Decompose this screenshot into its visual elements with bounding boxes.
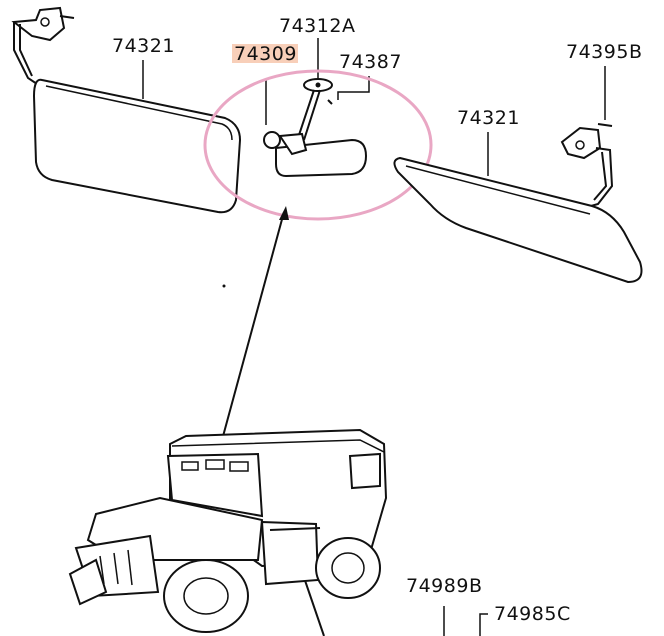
visor-mount-plate-right xyxy=(560,126,602,160)
jeep-door xyxy=(260,520,320,586)
label-bottom-part-1: 74989B xyxy=(406,575,482,597)
label-sun-visor-left: 74321 xyxy=(112,35,175,57)
mirror-clamp xyxy=(278,132,308,156)
leader-mirror-screw xyxy=(337,76,370,100)
mount-hole-icon xyxy=(40,17,50,27)
label-rear-view-mirror: 74309 xyxy=(234,43,297,65)
jeep-bumper xyxy=(68,558,108,606)
jeep-rear-window xyxy=(348,452,381,490)
screw-icon xyxy=(327,99,333,105)
rear-view-mirror xyxy=(263,78,368,178)
visor-rod-left xyxy=(13,22,41,87)
screw-right-icon xyxy=(597,123,613,127)
label-sun-visor-right: 74321 xyxy=(457,107,520,129)
label-mirror-screw: 74387 xyxy=(339,51,402,73)
visor-rod-right xyxy=(583,147,614,209)
screw-left-icon xyxy=(59,15,75,19)
mirror-knob xyxy=(263,131,281,149)
jeep-vehicle xyxy=(68,428,388,633)
sun-visor-right xyxy=(393,123,643,284)
arrow-head-icon xyxy=(279,206,289,220)
jeep-front-wheel xyxy=(163,559,249,633)
highlight-box xyxy=(232,44,298,63)
label-visor-screw: 74395B xyxy=(566,41,642,63)
visor-panel-left xyxy=(32,78,242,214)
visor-mount-plate-left xyxy=(11,6,66,42)
pointer-line-to-mirror xyxy=(221,211,285,441)
label-mirror-bracket: 74312A xyxy=(279,15,355,37)
visor-panel-right xyxy=(393,156,643,284)
highlight-circle xyxy=(203,69,433,221)
leader-bottom-part-2 xyxy=(479,613,488,636)
mirror-stem xyxy=(297,89,315,139)
jeep-rear-wheel xyxy=(315,537,381,599)
visor-rod-left-inner xyxy=(19,24,33,77)
label-bottom-part-2: 74985C xyxy=(494,603,571,625)
jeep-door-handle xyxy=(269,527,321,531)
sun-visor-left xyxy=(11,6,242,214)
mount-hole-right-icon xyxy=(575,140,585,150)
